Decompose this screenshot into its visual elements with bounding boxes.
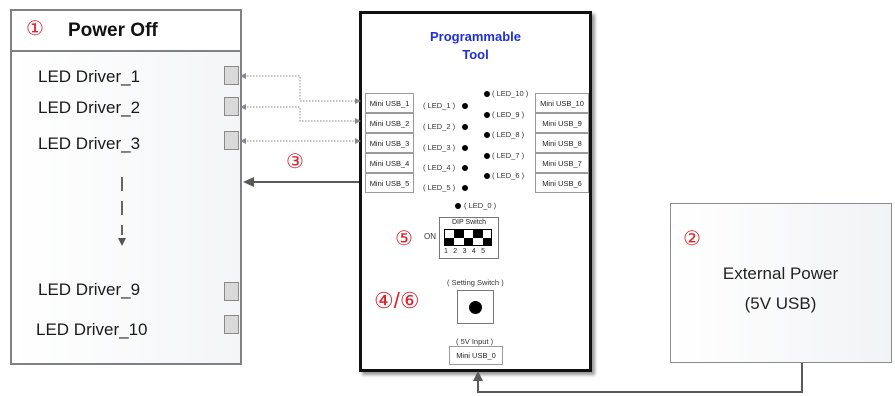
led-9-label: ( LED_9 ) <box>492 110 525 119</box>
link-driver2-usb2 <box>240 104 361 124</box>
usb-port-6: Mini USB_6 <box>535 173 589 193</box>
driver-label-9: LED Driver_9 <box>38 280 141 299</box>
external-power-subtitle: (5V USB) <box>744 294 817 313</box>
led-6-indicator <box>484 173 490 179</box>
usb-port-4: Mini USB_4 <box>365 153 414 173</box>
usb-port-8: Mini USB_8 <box>535 133 589 153</box>
led-8-label: ( LED_8 ) <box>492 130 525 139</box>
link-driver1-usb1 <box>240 73 361 104</box>
driver-port-1 <box>224 66 239 85</box>
dip-switch-label: DIP Switch <box>451 219 487 226</box>
dip-on-label: ON <box>424 232 436 241</box>
arrow-to-panel <box>243 177 254 187</box>
led-4-indicator <box>462 165 468 171</box>
led-8-indicator <box>484 132 490 138</box>
marker-4-6: ④/⑥ <box>374 288 420 313</box>
led-5-indicator <box>462 185 468 191</box>
driver-port-10 <box>224 315 239 334</box>
led-9-indicator <box>484 112 490 118</box>
led-3-indicator <box>462 145 468 151</box>
dip-switch-body <box>444 229 492 246</box>
marker-5: ⑤ <box>395 228 413 250</box>
led-2-label: ( LED_2 ) <box>423 122 456 131</box>
usb-port-3: Mini USB_3 <box>365 133 414 153</box>
led-1-indicator <box>462 103 468 109</box>
led-0-indicator <box>455 203 461 209</box>
usb-port-2: Mini USB_2 <box>365 113 414 133</box>
driver-port-9 <box>224 282 239 301</box>
tool-title-line1: Programmable <box>429 29 522 44</box>
led-0-label: ( LED_0 ) <box>464 201 497 210</box>
usb-port-0: Mini USB_0 <box>449 346 503 365</box>
marker-1: ① <box>26 18 44 40</box>
led-10-label: ( LED_10 ) <box>492 89 529 98</box>
led-7-indicator <box>484 153 490 159</box>
panel-title: Power Off <box>68 20 158 41</box>
usb-port-7: Mini USB_7 <box>535 153 589 173</box>
usb-port-10: Mini USB_10 <box>535 93 589 113</box>
5v-input-label: ( 5V Input ) <box>456 337 494 346</box>
led-6-label: ( LED_6 ) <box>492 171 525 180</box>
external-power-title: External Power <box>722 264 839 283</box>
arrow-to-input <box>473 371 483 381</box>
led-driver-panel <box>10 9 242 365</box>
setting-switch-label: ( Setting Switch ) <box>447 278 504 287</box>
driver-port-3 <box>224 131 239 150</box>
marker-3: ③ <box>286 151 304 173</box>
led-2-indicator <box>462 124 468 130</box>
led-10-indicator <box>484 91 490 97</box>
led-1-label: ( LED_1 ) <box>423 101 456 110</box>
setting-switch-button[interactable] <box>457 290 494 324</box>
usb-port-1: Mini USB_1 <box>365 93 414 113</box>
external-power-box: ② External Power (5V USB) <box>670 203 892 363</box>
driver-port-2 <box>224 97 239 116</box>
programmable-tool: Programmable Tool Mini USB_1 Mini USB_2 … <box>359 11 592 372</box>
driver-label-2: LED Driver_2 <box>38 98 141 117</box>
usb-port-5: Mini USB_5 <box>365 173 414 193</box>
driver-label-10: LED Driver_10 <box>36 320 148 339</box>
ellipsis-arrow <box>118 238 126 246</box>
led-3-label: ( LED_3 ) <box>423 143 456 152</box>
led-4-label: ( LED_4 ) <box>423 163 456 172</box>
marker-2: ② <box>683 228 701 250</box>
panel-header: ① Power Off <box>10 9 242 52</box>
setting-switch-knob <box>469 301 482 314</box>
usb-port-9: Mini USB_9 <box>535 113 589 133</box>
led-7-label: ( LED_7 ) <box>492 151 525 160</box>
driver-label-1: LED Driver_1 <box>38 67 141 86</box>
dip-switch[interactable]: DIP Switch 1 2 3 4 5 <box>439 217 499 259</box>
driver-label-3: LED Driver_3 <box>38 134 141 153</box>
dip-numbers: 1 2 3 4 5 <box>444 248 486 255</box>
led-5-label: ( LED_5 ) <box>423 183 456 192</box>
tool-title-line2: Tool <box>462 47 489 62</box>
